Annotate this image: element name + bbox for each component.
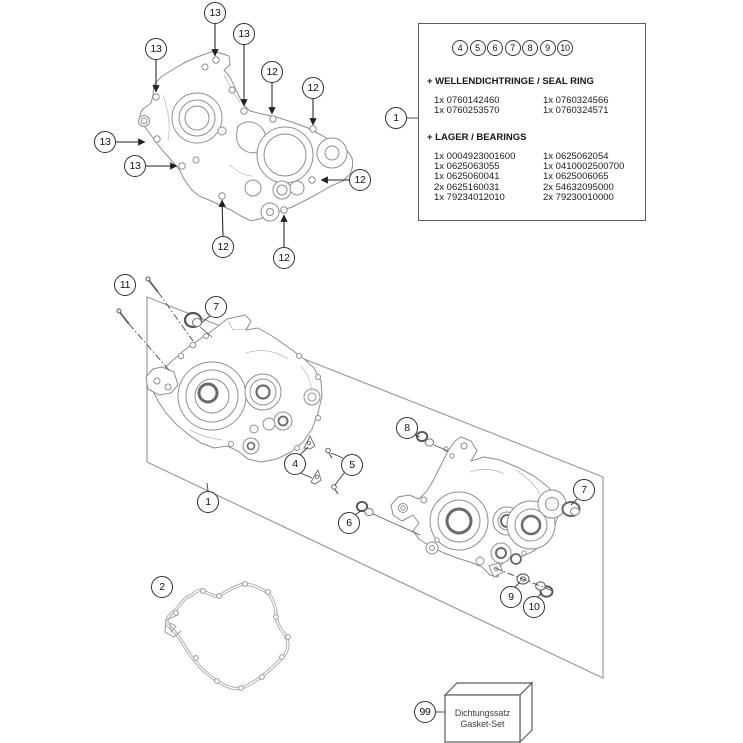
part-number: 1x 79234012010 [434,191,505,203]
callout-99[interactable]: 99 [414,701,436,723]
part-number-row: 1x 0760253570 1x 0760324571 [434,105,609,117]
callout-9[interactable]: 9 [500,586,522,608]
clips-item4 [303,434,322,485]
callout-4[interactable]: 4 [284,453,306,475]
part-number: 1x 0410002500700 [543,161,625,173]
ref-circle-9[interactable]: 9 [539,40,556,56]
bolt-item10 [535,581,554,598]
info-box: 4 5 6 7 8 9 10 + WELLENDICHTRINGE / SEAL… [418,23,646,221]
ref-circle-8[interactable]: 8 [522,40,538,56]
ref-circle-7[interactable]: 7 [504,40,521,56]
callout-13[interactable]: 13 [124,155,146,177]
callout-1-infobox[interactable]: 1 [385,107,407,129]
ref-circle-5[interactable]: 5 [469,40,486,56]
callout-12[interactable]: 12 [261,61,283,83]
part-number: 1x 0625062054 [543,151,609,162]
screws-item11 [116,276,194,371]
part-number-row: 1x 79234012010 2x 79230010000 [434,191,624,203]
callout-12[interactable]: 12 [302,77,324,99]
bushing-item7-right [561,501,581,517]
clutch-cover-gasket [164,581,291,691]
gasket-set-box [443,681,534,743]
part-number: 1x 0625006065 [543,171,609,183]
callout-7[interactable]: 7 [573,479,595,501]
seal-ring-section-title: + WELLENDICHTRINGE / SEAL RING [427,76,594,87]
bearings-section-title: + LAGER / BEARINGS [427,132,527,143]
plug-item8 [415,430,449,452]
crankcase-assembled-view [138,50,354,222]
screws-item5 [325,447,339,495]
exploded-view-frame [146,296,604,679]
part-number: 1x 0625060041 [434,171,500,183]
callout-12[interactable]: 12 [273,247,295,269]
ref-circle-4[interactable]: 4 [452,40,468,56]
crankcase-left-half [145,314,323,463]
part-number-row: 1x 0760142460 1x 0760324566 [434,95,609,106]
ref-circle-6[interactable]: 6 [487,40,503,56]
callout-12[interactable]: 12 [349,169,371,191]
part-number: 2x 79230010000 [543,191,614,203]
part-number: 1x 0004923001600 [434,151,516,162]
part-number: 1x 0760324571 [543,105,609,117]
part-number: 1x 0760324566 [543,95,609,106]
part-number: 1x 0760142460 [434,95,500,106]
part-number: 2x 54632095000 [543,181,614,193]
part-number-row: 2x 0625160031 2x 54632095000 [434,181,624,193]
callout-2[interactable]: 2 [151,576,173,598]
part-number-row: 1x 0625063055 1x 0410002500700 [434,161,625,173]
callout-12[interactable]: 12 [212,236,234,258]
crankcase-right-half [390,436,567,578]
part-number-row: 1x 0625060041 1x 0625006065 [434,172,624,182]
bearings-part-list: 1x 0004923001600 1x 0625062054 1x 0625063… [434,151,625,203]
gasket-set-label-de: Dichtungssatz [454,707,511,718]
plug-item6 [355,500,421,536]
callout-5[interactable]: 5 [341,454,363,476]
callout-8[interactable]: 8 [396,417,418,439]
callout-13[interactable]: 13 [145,38,167,60]
ref-circle-10[interactable]: 10 [557,40,573,56]
ref-number-row: 4 5 6 7 8 9 10 [452,40,573,56]
callout-1[interactable]: 1 [197,491,219,513]
gasket-set-label: Dichtungssatz Gasket-Set [445,695,520,742]
callout-arrows [116,24,349,247]
callout-7[interactable]: 7 [205,296,227,318]
part-number: 2x 0625160031 [434,181,500,193]
callout-13[interactable]: 13 [94,131,116,153]
callout-13[interactable]: 13 [204,2,226,24]
callout-11[interactable]: 11 [114,274,136,296]
gasket-set-label-en: Gasket-Set [460,718,505,729]
part-number-row: 1x 0004923001600 1x 0625062054 [434,151,624,162]
bushing-item7-left [183,311,213,338]
axis-line-9-10 [494,567,554,592]
part-number: 1x 0625063055 [434,161,500,173]
part-number: 1x 0760253570 [434,105,500,117]
callout-10[interactable]: 10 [523,596,545,618]
seal-ring-part-list: 1x 0760142460 1x 0760324566 1x 0760253570… [434,95,609,117]
callout-6[interactable]: 6 [338,512,360,534]
callout-13[interactable]: 13 [233,23,255,45]
